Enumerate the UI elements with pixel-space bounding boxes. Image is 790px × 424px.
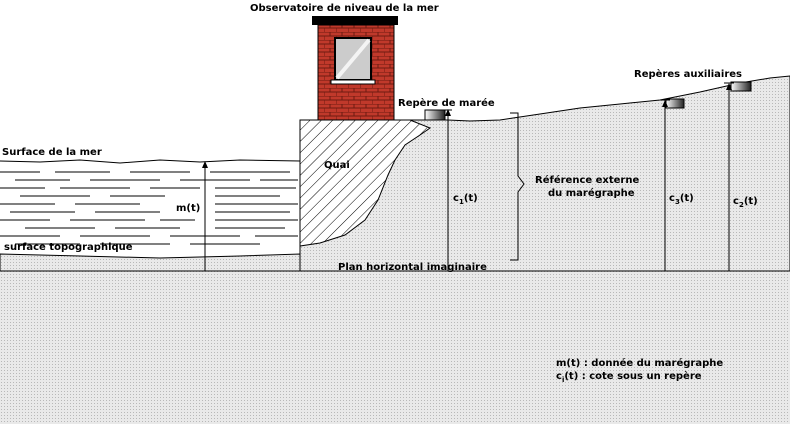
- c3-label: c3(t): [669, 193, 694, 206]
- sea-surface-line: [0, 159, 301, 164]
- measure-m: [202, 161, 208, 271]
- measure-c3: [660, 99, 670, 271]
- measure-c2: [724, 82, 734, 271]
- sea-surface-label: Surface de la mer: [2, 147, 102, 158]
- quay-label: Quai: [324, 160, 350, 171]
- water-lines: [0, 171, 298, 245]
- external-ref-bracket: [510, 112, 525, 261]
- sea-bottom: [0, 253, 301, 272]
- topo-surface-label: surface topographique: [4, 242, 133, 253]
- title-label: Observatoire de niveau de la mer: [250, 3, 439, 14]
- c2-label: c2(t): [733, 196, 758, 209]
- external-ref-label-1: Référence externe: [535, 174, 639, 186]
- quay: [299, 119, 432, 247]
- tide-mark-label: Repère de marée: [398, 97, 495, 109]
- c1-label: c1(t): [453, 193, 478, 206]
- lower-ground: [0, 271, 790, 424]
- m-t-label: m(t): [176, 203, 200, 214]
- observatory-building: [312, 16, 398, 121]
- measure-c1: [444, 109, 452, 271]
- legend-line-1: m(t) : donnée du marégraphe: [556, 357, 723, 369]
- external-ref-label-2: du marégraphe: [548, 187, 635, 199]
- aux-mark-2: [730, 81, 752, 92]
- legend-line-2: ci(t) : cote sous un repère: [556, 370, 702, 384]
- horizontal-plane-label: Plan horizontal imaginaire: [338, 262, 487, 273]
- tide-mark: [424, 109, 446, 121]
- aux-marks-label: Repères auxiliaires: [634, 68, 742, 80]
